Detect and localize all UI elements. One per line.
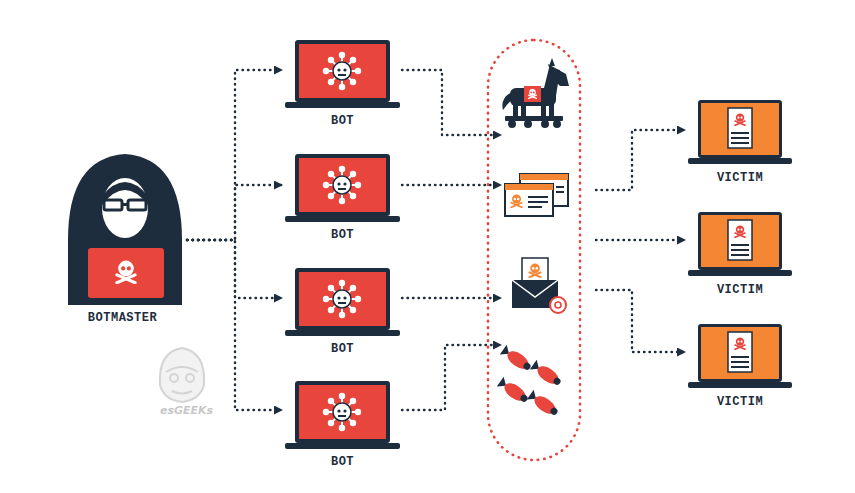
bot-laptop: [285, 381, 400, 449]
trojan-icon: [502, 58, 569, 128]
botmaster-node: BOTMASTER: [60, 155, 185, 325]
bot-node: BOT: [285, 38, 400, 128]
bot-node: BOT: [285, 379, 400, 469]
dotted-arrow: [187, 185, 281, 240]
victim-node: VICTIM: [688, 98, 792, 185]
dotted-arrow: [187, 240, 281, 410]
victim-node: VICTIM: [688, 322, 792, 409]
bot-node: BOT: [285, 266, 400, 356]
bot-laptop: [285, 268, 400, 336]
victim-laptop: [688, 212, 792, 276]
victim-laptop: [688, 100, 792, 164]
node-label: VICTIM: [717, 171, 763, 185]
bot-laptop: [285, 154, 400, 222]
victim-node: VICTIM: [688, 210, 792, 297]
flow-arrows: [402, 70, 684, 410]
phishing-email-icon: [512, 258, 566, 313]
watermark-logo: [160, 348, 204, 402]
watermark-text: esGEEKs: [160, 404, 213, 417]
stolen-id-icon: [505, 174, 568, 216]
victim-laptop: [688, 324, 792, 388]
bot-node: BOT: [285, 152, 400, 242]
dotted-arrow: [187, 70, 281, 240]
dotted-arrow: [187, 240, 281, 298]
node-label: VICTIM: [717, 283, 763, 297]
node-label: VICTIM: [717, 395, 763, 409]
attack-capsule: [488, 40, 580, 460]
node-label: BOTMASTER: [88, 311, 157, 325]
node-label: BOT: [331, 228, 354, 242]
bot-laptop: [285, 40, 400, 108]
node-label: BOT: [331, 455, 354, 469]
bomb-icon: [497, 344, 564, 418]
node-label: BOT: [331, 342, 354, 356]
hacker-figure: [68, 154, 182, 305]
node-label: BOT: [331, 114, 354, 128]
